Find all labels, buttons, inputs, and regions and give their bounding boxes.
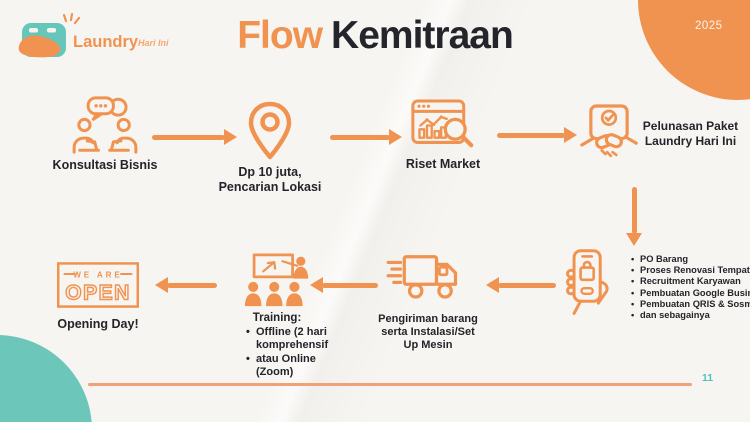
checklist-item: dan sebagainya [631,310,750,321]
handshake-contract-icon [580,104,638,158]
training-option: atau Online (Zoom) [246,353,344,380]
step-dp-pencarian-lokasi: Dp 10 juta, Pencarian Lokasi [203,101,337,195]
checklist-item: PO Barang [631,254,750,265]
brand-name: Laundry [73,33,139,51]
training-icon [244,253,309,307]
flow-arrow-right-3 [497,127,577,143]
brand-logo: Laundry Hari Ini [16,10,176,60]
step-label: Konsultasi Bisnis [52,158,158,172]
brand-script: Hari Ini [138,38,169,48]
page-number: 11 [702,372,714,384]
delivery-truck-icon [386,255,458,299]
step-label: Riset Market [405,157,481,171]
footer-divider [88,383,692,386]
market-research-icon [411,99,474,148]
consultation-icon [72,96,138,154]
title-accent: Flow [237,14,323,57]
location-pin-icon [248,101,292,160]
title-main: Kemitraan [331,14,514,57]
flow-arrow-left-1 [486,277,556,293]
flow-arrow-right-1 [152,129,237,145]
step-training: Training: Offline (2 hari komprehensif a… [210,253,344,380]
persiapan-checklist: PO Barang Proses Renovasi Tempat Recruit… [631,254,750,321]
checklist-item: Proses Renovasi Tempat [631,265,750,276]
step-persiapan-icon [560,248,618,319]
open-sign-word: OPEN [65,281,131,304]
washing-machine-icon: Laundry Hari Ini [18,12,169,58]
step-pelunasan-icon [580,102,638,168]
flow-arrow-left-2 [310,277,378,293]
year-badge: 2025 [695,20,723,32]
step-label: Pengiriman barang serta Instalasi/Set Up… [378,313,478,351]
step-konsultasi-bisnis: Konsultasi Bisnis [38,96,172,173]
step-pengiriman: Pengiriman barang serta Instalasi/Set Up… [362,252,494,352]
step-pelunasan-label: Pelunasan Paket Laundry Hari Ini [642,119,739,148]
checklist-item: Pembuatan Google Business [631,288,750,299]
open-sign-icon: WE ARE OPEN [56,262,140,308]
step-label: Dp 10 juta, Pencarian Lokasi [218,165,322,194]
step-riset-market: Riset Market [376,98,510,172]
training-option: Offline (2 hari komprehensif [246,326,344,353]
training-title: Training: [252,312,302,324]
corner-shape-teal [0,335,92,422]
checklist-item: Recruitment Karyawan [631,276,750,287]
flow-arrow-left-3 [155,277,217,293]
step-label: Opening Day! [57,317,139,331]
training-options: Offline (2 hari komprehensif atau Online… [246,326,344,380]
flow-arrow-down [626,187,642,246]
step-opening-day: WE ARE OPEN Opening Day! [52,262,144,332]
phone-order-icon [566,249,609,315]
flow-arrow-right-2 [330,129,402,145]
checklist-item: Pembuatan QRIS & Sosmed [631,299,750,310]
open-sign-top-text: WE ARE [73,270,122,279]
